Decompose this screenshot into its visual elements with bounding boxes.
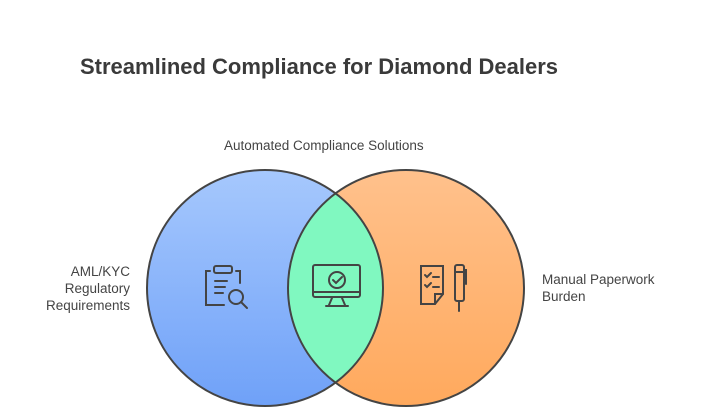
monitor-check-icon	[312, 264, 361, 307]
left-label-line: Requirements	[45, 298, 130, 313]
checklist-pen-icon	[420, 264, 467, 312]
left-set-label: AML/KYC Regulatory Requirements	[46, 263, 130, 314]
clipboard-search-icon	[205, 265, 248, 309]
right-label-line: Manual Paperwork	[542, 272, 655, 287]
left-label-line: AML/KYC	[70, 264, 130, 279]
left-label-line: Regulatory	[64, 281, 130, 296]
right-set-label: Manual Paperwork Burden	[542, 271, 655, 305]
overlap-label: Automated Compliance Solutions	[224, 138, 424, 153]
overlap-region	[288, 170, 383, 406]
right-label-line: Burden	[542, 289, 586, 304]
diagram-title: Streamlined Compliance for Diamond Deale…	[80, 54, 559, 79]
